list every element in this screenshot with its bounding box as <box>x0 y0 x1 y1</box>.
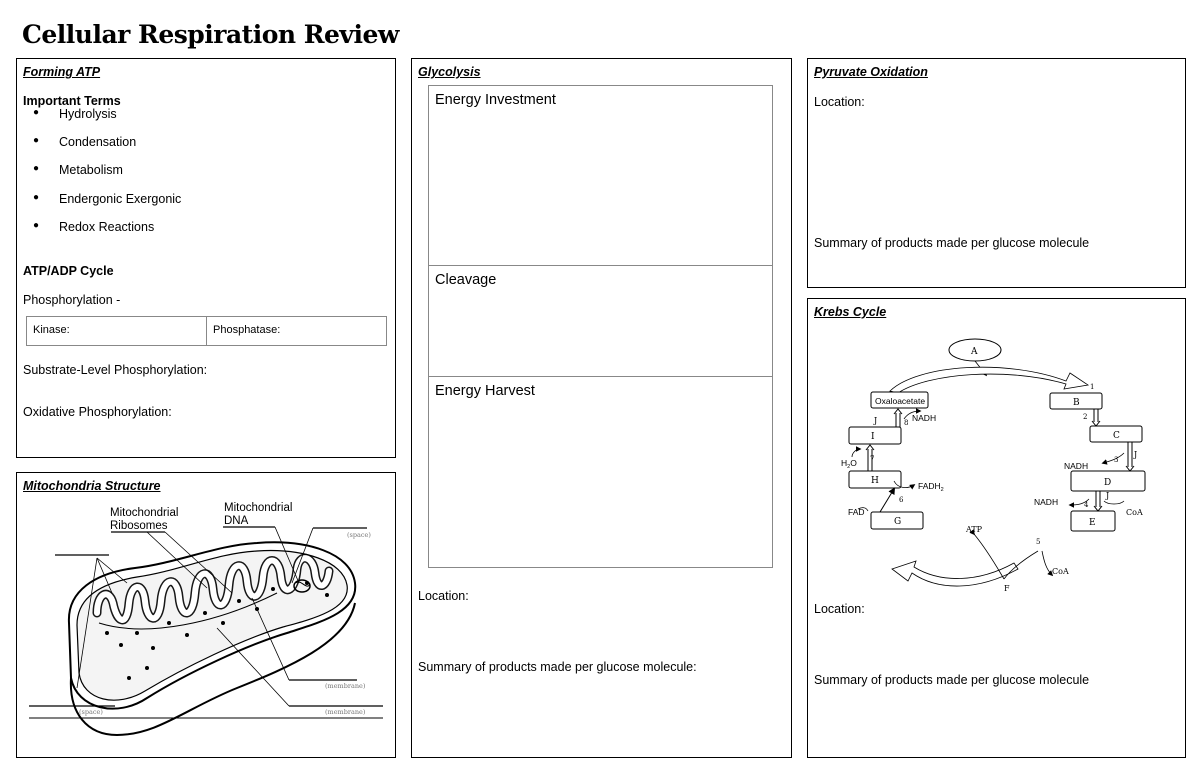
kinase-cell: Kinase: <box>33 324 70 336</box>
terms-list: Hydrolysis Condensation Metabolism Ender… <box>23 107 181 248</box>
krebs-label-a: A <box>970 347 978 357</box>
list-item: Redox Reactions <box>23 220 181 248</box>
fadh-text: FADH <box>918 481 941 491</box>
pyruvate-heading: Pyruvate Oxidation <box>814 65 928 79</box>
krebs-label-fadh2: FADH2 <box>918 481 944 493</box>
krebs-label-f: F <box>1004 584 1010 593</box>
krebs-label-fad: FAD <box>848 507 865 517</box>
cleavage-label: Cleavage <box>435 272 497 288</box>
substrate-level-label: Substrate-Level Phosphorylation: <box>23 363 208 377</box>
list-item: Condensation <box>23 135 181 163</box>
krebs-label-j: J <box>1133 450 1137 459</box>
step-number: 8 <box>904 419 908 427</box>
list-item: Endergonic Exergonic <box>23 192 181 220</box>
krebs-label-c: C <box>1113 431 1120 441</box>
pyruvate-location-label: Location: <box>814 95 865 109</box>
step-number: 5 <box>1036 538 1040 546</box>
krebs-label-h: H <box>871 476 879 486</box>
oxidative-label: Oxidative Phosphorylation: <box>23 405 172 419</box>
krebs-label-coa: CoA <box>1126 508 1143 517</box>
cleavage-box: Cleavage <box>428 265 773 377</box>
glycolysis-location-label: Location: <box>418 589 469 603</box>
kinase-phosphatase-table: Kinase: Phosphatase: <box>26 316 387 346</box>
membrane-label: (membrane) <box>325 682 366 690</box>
ribosomes-label-line2: Ribosomes <box>110 520 168 532</box>
krebs-label-h2o: H2O <box>841 458 857 470</box>
krebs-panel: Krebs Cycle A Oxaloacetate B C D E G H I <box>807 298 1186 758</box>
glycolysis-panel: Glycolysis Energy Investment Cleavage En… <box>411 58 792 758</box>
krebs-heading: Krebs Cycle <box>814 305 887 319</box>
important-terms-label: Important Terms <box>23 94 121 108</box>
subscript-2: 2 <box>941 487 944 493</box>
subscript-2: 2 <box>847 464 850 470</box>
energy-investment-box: Energy Investment <box>428 85 773 266</box>
phosphorylation-label: Phosphorylation - <box>23 293 121 307</box>
step-number: 2 <box>1083 413 1087 421</box>
h-text: H <box>841 458 847 468</box>
krebs-diagram: A Oxaloacetate B C D E G H I <box>841 338 1146 593</box>
dna-label-line2: DNA <box>224 515 249 527</box>
krebs-summary-label: Summary of products made per glucose mol… <box>814 673 1090 687</box>
step-number: 1 <box>1090 383 1094 391</box>
energy-harvest-box: Energy Harvest <box>428 376 773 568</box>
space-label: (space) <box>347 531 371 539</box>
step-number: 7 <box>870 455 874 463</box>
step-number: 3 <box>1114 456 1118 464</box>
forming-atp-heading: Forming ATP <box>23 65 101 79</box>
krebs-label-j: J <box>873 416 877 425</box>
krebs-label-j: J <box>1105 491 1109 500</box>
krebs-label-b: B <box>1073 398 1080 408</box>
krebs-label-nadh: NADH <box>912 413 936 423</box>
glycolysis-summary-label: Summary of products made per glucose mol… <box>418 660 697 674</box>
step-number: 4 <box>1084 501 1089 509</box>
step-number: 6 <box>899 496 904 504</box>
space-label: (space) <box>79 708 103 716</box>
krebs-label-nadh: NADH <box>1064 461 1088 471</box>
krebs-label-coa: CoA <box>1052 567 1069 576</box>
forming-atp-panel: Forming ATP Important Terms Hydrolysis C… <box>16 58 396 458</box>
krebs-label-oxaloacetate: Oxaloacetate <box>875 396 925 406</box>
ribosomes-label-line1: Mitochondrial <box>110 507 179 519</box>
krebs-label-g: G <box>894 517 901 527</box>
glycolysis-heading: Glycolysis <box>418 65 481 79</box>
energy-harvest-label: Energy Harvest <box>435 383 535 399</box>
energy-investment-label: Energy Investment <box>435 92 556 108</box>
pyruvate-panel: Pyruvate Oxidation Location: Summary of … <box>807 58 1186 288</box>
mitochondria-heading: Mitochondria Structure <box>23 479 161 493</box>
krebs-label-e: E <box>1089 518 1096 528</box>
dna-label-line1: Mitochondrial <box>224 502 293 514</box>
atp-adp-cycle-label: ATP/ADP Cycle <box>23 264 114 278</box>
mitochondria-diagram: (space) (membrane) (space) (membrane) <box>29 526 383 737</box>
mitochondria-panel: Mitochondria Structure Mitochondrial Rib… <box>16 472 396 758</box>
krebs-label-atp: ATP <box>965 525 983 534</box>
pyruvate-summary-label: Summary of products made per glucose mol… <box>814 236 1090 250</box>
krebs-location-label: Location: <box>814 602 865 616</box>
krebs-label-i: I <box>871 432 875 442</box>
krebs-label-nadh: NADH <box>1034 497 1058 507</box>
list-item: Hydrolysis <box>23 107 181 135</box>
phosphatase-cell: Phosphatase: <box>206 317 386 345</box>
page-title: Cellular Respiration Review <box>22 20 399 49</box>
membrane-label: (membrane) <box>325 708 366 716</box>
o-text: O <box>850 458 857 468</box>
krebs-label-d: D <box>1104 478 1111 488</box>
list-item: Metabolism <box>23 163 181 191</box>
